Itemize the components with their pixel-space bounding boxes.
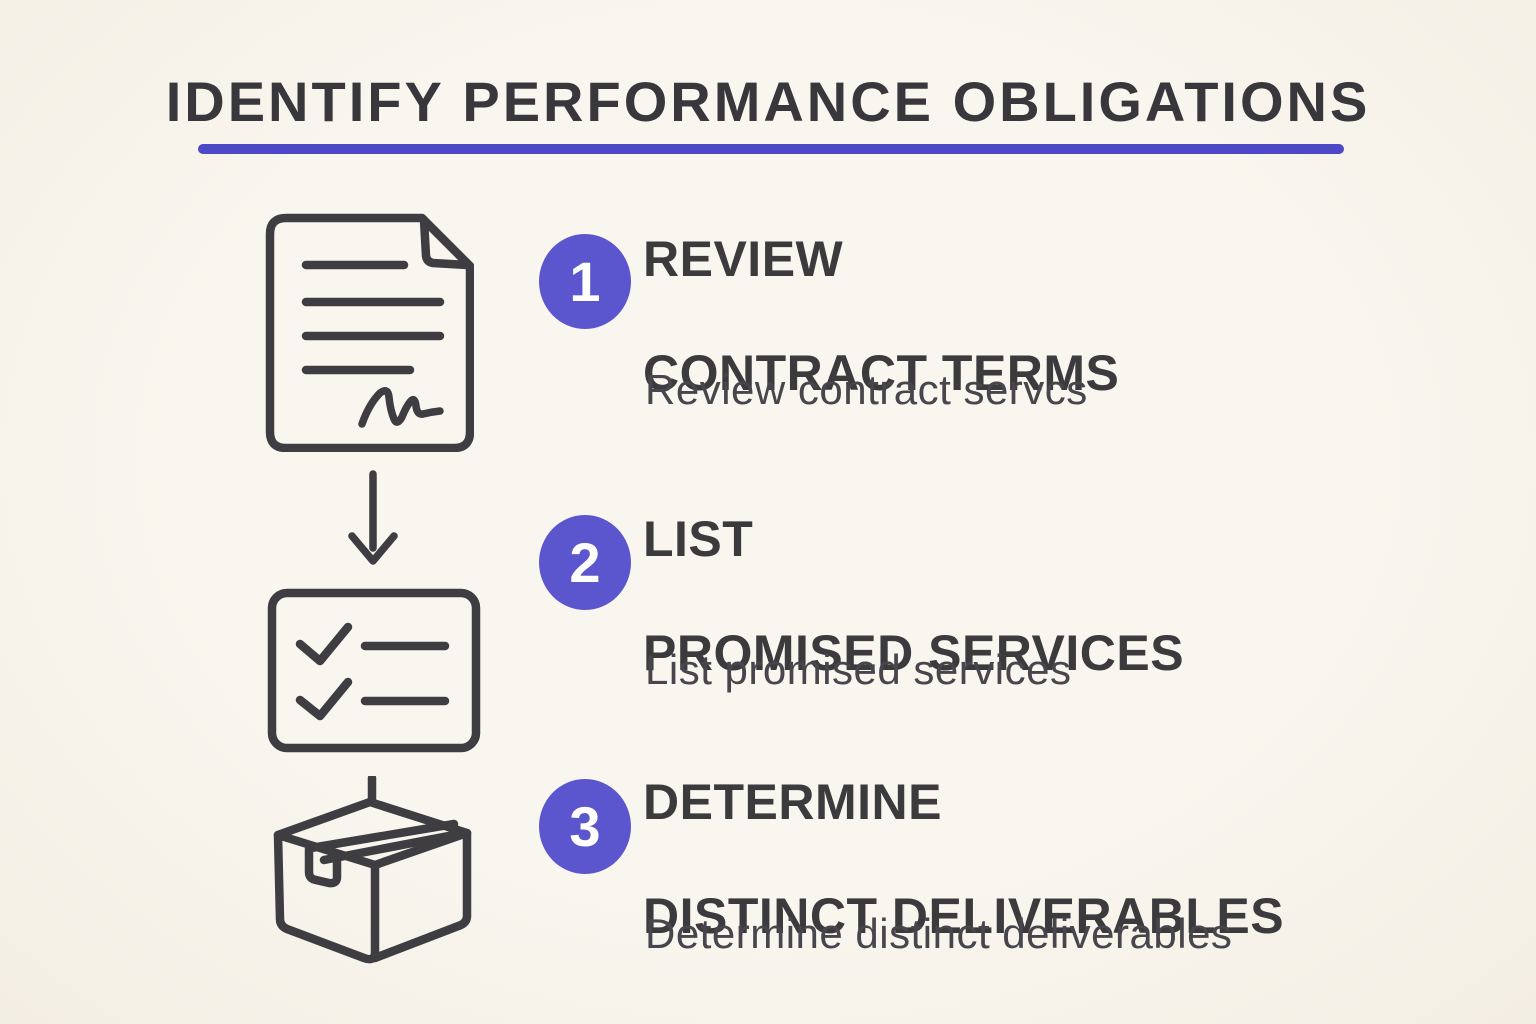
title-underline-bar bbox=[198, 144, 1344, 154]
step-3-number-badge: 3 bbox=[539, 779, 631, 874]
step-2-number: 2 bbox=[569, 531, 601, 594]
down-arrow-icon bbox=[332, 466, 414, 570]
step-1-heading-line1: REVIEW bbox=[643, 231, 844, 287]
step-3-number: 3 bbox=[569, 795, 601, 858]
step-3-heading-line2: DISTINCT DELIVERABLES bbox=[643, 888, 1285, 944]
step-1-subtitle: Review contract servcs bbox=[645, 366, 1088, 413]
contract-document-icon bbox=[262, 212, 474, 452]
step-3-subtitle: Determine distinct deliverables bbox=[645, 910, 1233, 957]
step-2-heading-line1: LIST bbox=[643, 511, 754, 567]
step-2-number-badge: 2 bbox=[539, 515, 631, 610]
checklist-icon bbox=[266, 587, 482, 753]
step-2-heading: LIST PROMISED SERVICES bbox=[643, 511, 1184, 682]
step-1-heading: REVIEW CONTRACT TERMS bbox=[643, 231, 1119, 402]
step-1-heading-line2: CONTRACT TERMS bbox=[643, 345, 1120, 401]
page-title: IDENTIFY PERFORMANCE OBLIGATIONS bbox=[165, 70, 1371, 133]
package-box-icon bbox=[260, 776, 476, 976]
step-1-number-badge: 1 bbox=[539, 234, 631, 329]
step-3-heading: DETERMINE DISTINCT DELIVERABLES bbox=[643, 774, 1284, 945]
step-2-subtitle: List promised services bbox=[645, 646, 1072, 693]
step-2-heading-line2: PROMISED SERVICES bbox=[643, 625, 1185, 681]
step-3-heading-line1: DETERMINE bbox=[643, 774, 942, 830]
step-1-number: 1 bbox=[569, 250, 601, 313]
